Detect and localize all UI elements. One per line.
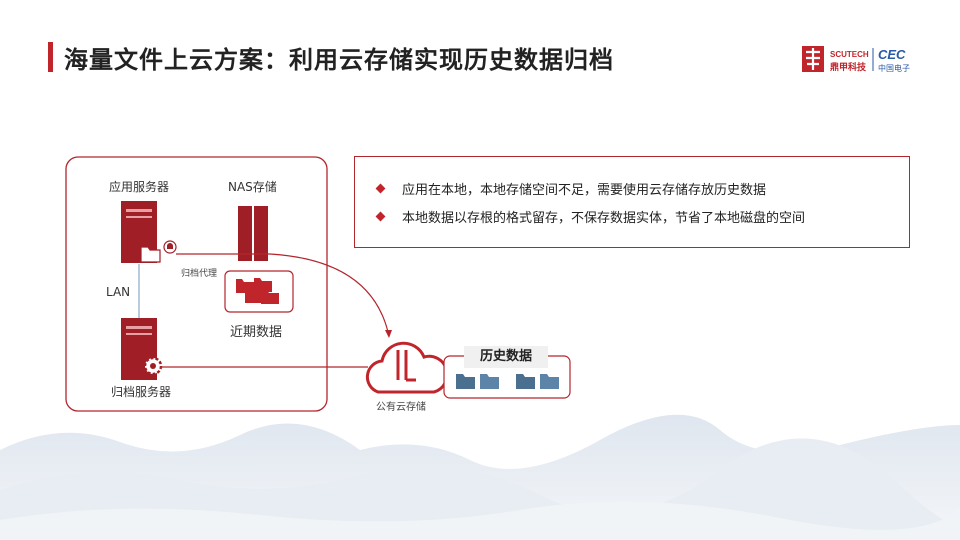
public-cloud-label: 公有云存储	[376, 402, 426, 413]
logo-brand-cn: 鼎甲科技	[830, 61, 867, 73]
history-data-folders-icon	[456, 374, 559, 389]
archive-agent-folder-icon	[140, 240, 177, 263]
company-logo: SCUTECH 鼎甲科技 CEC 中国电子	[800, 44, 920, 74]
mountain-background	[0, 414, 960, 540]
bullet-text: 应用在本地，本地存储空间不足，需要使用云存储存放历史数据	[402, 183, 767, 198]
archive-server-label: 归档服务器	[111, 385, 172, 399]
recent-data-folders-icon	[236, 278, 279, 304]
bullet-item: 本地数据以存根的格式留存，不保存数据实体，节省了本地磁盘的空间	[375, 207, 806, 226]
recent-data-frame	[224, 270, 294, 313]
bullet-text: 本地数据以存根的格式留存，不保存数据实体，节省了本地磁盘的空间	[402, 211, 806, 226]
nas-storage-label: NAS存储	[228, 180, 277, 194]
page-title: 海量文件上云方案：利用云存储实现历史数据归档	[64, 46, 614, 74]
logo-partner-en: CEC	[878, 47, 906, 62]
history-data-label: 历史数据	[464, 346, 548, 368]
gear-icon	[143, 356, 163, 376]
info-box: 应用在本地，本地存储空间不足，需要使用云存储存放历史数据 本地数据以存根的格式留…	[354, 156, 910, 248]
lan-label: LAN	[106, 285, 131, 299]
diamond-bullet-icon	[375, 183, 386, 194]
nas-storage-icon	[238, 206, 268, 261]
title-accent-bar	[48, 42, 53, 72]
logo-brand-en: SCUTECH	[830, 50, 869, 59]
archive-to-cloud-arrow	[176, 253, 389, 333]
logo-partner-cn: 中国电子	[878, 63, 910, 73]
archive-agent-label: 归档代理	[181, 269, 218, 279]
local-environment-frame	[65, 156, 328, 412]
public-cloud-icon	[365, 341, 449, 394]
app-server-label: 应用服务器	[109, 180, 170, 194]
bullet-item: 应用在本地，本地存储空间不足，需要使用云存储存放历史数据	[375, 179, 767, 198]
recent-data-label: 近期数据	[230, 325, 283, 340]
diamond-bullet-icon	[375, 211, 386, 222]
